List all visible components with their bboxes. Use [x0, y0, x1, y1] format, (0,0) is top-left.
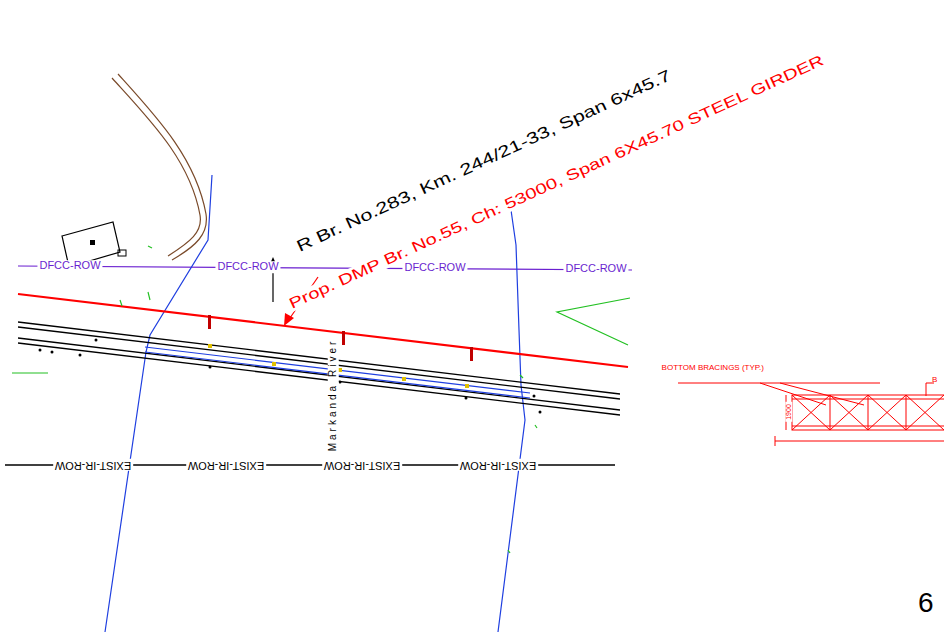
dfcc-row-line [18, 266, 632, 270]
callout-note: B [932, 376, 937, 384]
row-label: EXIST-IR-ROW [186, 459, 266, 471]
proposed-alignment [18, 294, 628, 367]
river-name: Markanda River [328, 337, 339, 454]
drawing-number: 6 [918, 588, 934, 617]
row-label: DFCC-ROW [402, 262, 467, 274]
road [112, 74, 206, 260]
girder-truss [775, 395, 944, 446]
row-label: DFCC-ROW [215, 261, 280, 273]
callout-note: BOTTOM BRACINGS (TYP.) [660, 364, 764, 372]
row-label: EXIST-IR-ROW [53, 459, 133, 471]
dimension: 1900 [785, 402, 792, 422]
pier-marks [208, 344, 469, 388]
track-features [39, 339, 542, 414]
row-label: DFCC-ROW [563, 263, 628, 275]
existing-track [18, 322, 620, 415]
proposed-bridge-note: Prop. DMP Br. No.55, Ch: 53000, Span 6X4… [285, 52, 827, 312]
bracing-leader [678, 383, 934, 405]
row-label: EXIST-IR-ROW [458, 459, 538, 471]
row-label: DFCC-ROW [37, 260, 102, 272]
row-label: EXIST-IR-ROW [322, 459, 402, 471]
